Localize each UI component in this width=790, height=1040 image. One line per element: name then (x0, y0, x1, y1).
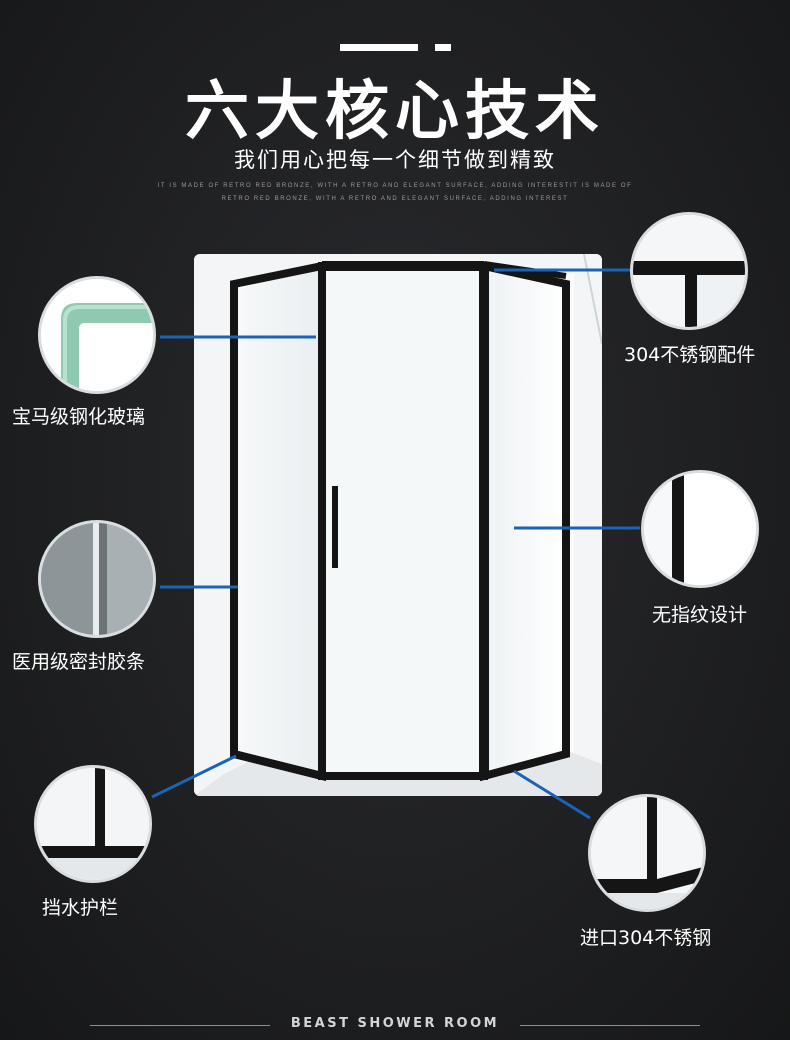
feature-label-tempered-glass: 宝马级钢化玻璃 (12, 406, 146, 428)
english-caption-line-2: RETRO RED BRONZE, WITH A RETRO AND ELEGA… (221, 196, 569, 202)
header-decor-dot (435, 44, 451, 51)
seal-strip-closeup-icon (38, 520, 156, 638)
shower-enclosure-illustration (194, 254, 602, 796)
footer-divider-right (520, 1025, 700, 1026)
footer-divider-left (90, 1025, 270, 1026)
feature-label-imported-steel: 进口304不锈钢 (580, 927, 712, 949)
shower-room-product-image (194, 254, 602, 796)
callout-line-guard (151, 754, 237, 799)
feature-label-fingerprint-free: 无指纹设计 (652, 604, 748, 626)
page-title: 六大核心技术 (185, 75, 605, 149)
footer-brand: BEAST SHOWER ROOM (290, 1016, 500, 1031)
page-subtitle: 我们用心把每一个细节做到精致 (234, 148, 556, 172)
water-guard-closeup-icon (34, 765, 152, 883)
english-caption-line-1: IT IS MADE OF RETRO RED BRONZE, WITH A R… (157, 183, 633, 189)
tempered-glass-closeup-icon (38, 276, 156, 394)
imported-steel-closeup-icon (588, 794, 706, 912)
steel-fitting-closeup-icon (630, 212, 748, 330)
feature-label-water-guard: 挡水护栏 (42, 897, 119, 919)
feature-label-seal-strip: 医用级密封胶条 (12, 651, 146, 673)
fingerprint-free-closeup-icon (641, 470, 759, 588)
callout-line-steel (513, 769, 591, 820)
feature-label-steel-fitting: 304不锈钢配件 (624, 344, 756, 366)
header-decor-bar (340, 44, 418, 51)
